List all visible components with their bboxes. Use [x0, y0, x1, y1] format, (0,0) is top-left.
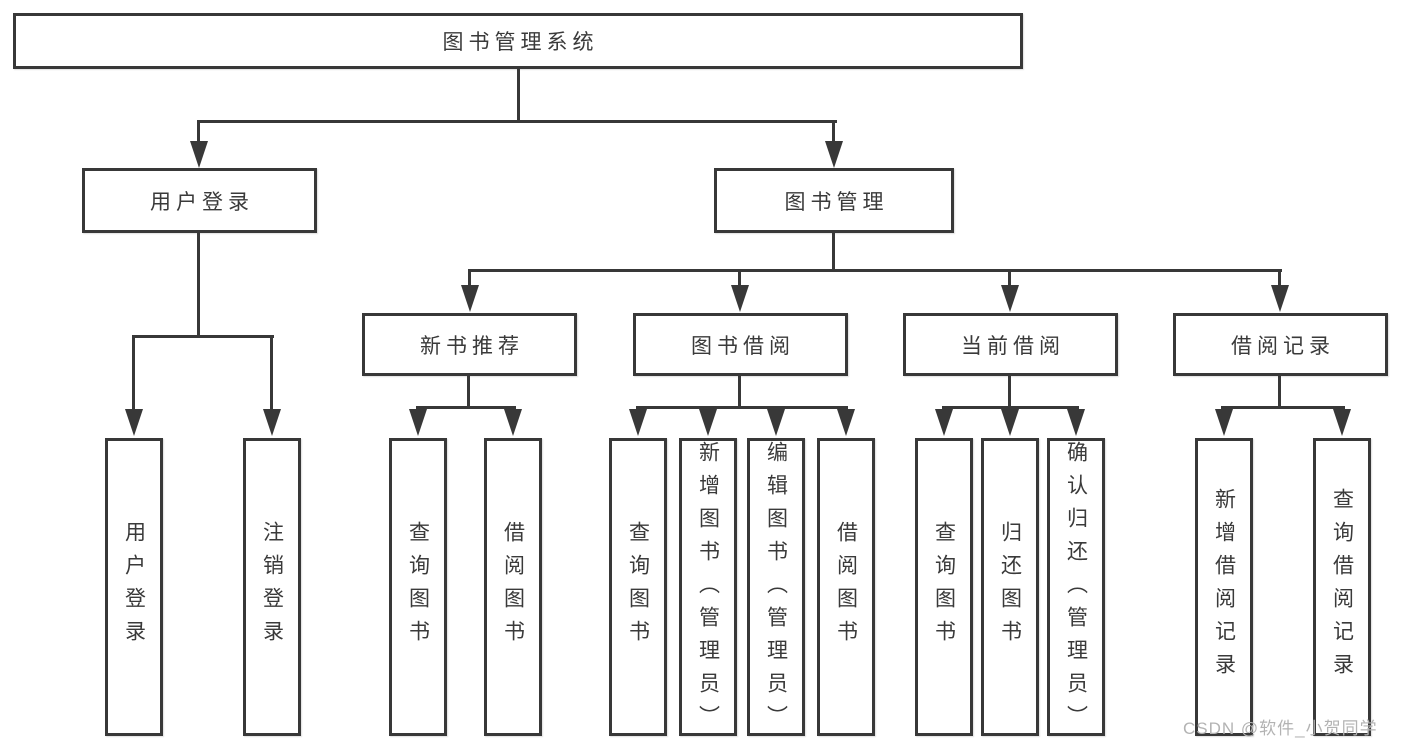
node-borrow-record: 借阅记录	[1173, 313, 1388, 376]
csdn-watermark: CSDN @软件_小贺同学	[1183, 719, 1378, 738]
arrow-down-icon	[504, 409, 522, 436]
leaf-borrow-borrow-books-label: 借阅图书	[834, 521, 858, 653]
connector-currentborrow-stem	[1008, 375, 1011, 409]
leaf-borrow-query-books-label: 查询图书	[626, 521, 650, 653]
arrow-down-icon	[1333, 409, 1351, 436]
node-user-login: 用户登录	[82, 168, 317, 233]
connector-bookborrow-stem	[738, 375, 741, 409]
connector-bookmgmt-drop	[832, 122, 835, 143]
connector-userlogin-horizontal	[132, 335, 274, 338]
leaf-current-confirm-return-admin-label: 确认归还（管理员）	[1064, 441, 1088, 738]
leaf-current-return-books-label: 归还图书	[998, 521, 1022, 653]
node-borrow-record-label: 借阅记录	[1231, 334, 1335, 358]
leaf-newbook-borrow-books-label: 借阅图书	[501, 521, 525, 653]
node-new-book-recommend-label: 新书推荐	[420, 334, 524, 358]
node-book-borrow-label: 图书借阅	[691, 334, 795, 358]
arrow-down-icon	[125, 409, 143, 436]
leaf-borrow-edit-books-admin-label: 编辑图书（管理员）	[764, 441, 788, 738]
leaf-record-query-borrow-record: 查询借阅记录	[1313, 438, 1371, 736]
connector-newbook-horizontal	[416, 406, 516, 409]
connector-borrowrecord-stem	[1278, 375, 1281, 409]
arrow-down-icon	[1067, 409, 1085, 436]
arrow-down-icon	[190, 141, 208, 168]
leaf-logout-label: 注销登录	[260, 521, 284, 653]
connector-root-stem	[517, 68, 520, 123]
connector-newbook-stem	[467, 375, 470, 409]
node-current-borrow: 当前借阅	[903, 313, 1118, 376]
connector-level3-drop	[1008, 271, 1011, 287]
leaf-logout: 注销登录	[243, 438, 301, 736]
connector-level3-drop	[738, 271, 741, 287]
arrow-down-icon	[1215, 409, 1233, 436]
connector-bookborrow-horizontal	[636, 406, 848, 409]
connector-level3-horizontal	[468, 269, 1282, 272]
arrow-down-icon	[1001, 409, 1019, 436]
connector-userlogin-child-drop	[270, 337, 273, 409]
arrow-down-icon	[731, 285, 749, 312]
node-book-management-label: 图书管理	[784, 190, 889, 214]
node-root-label: 图书管理系统	[442, 31, 599, 54]
leaf-user-login-label: 用户登录	[122, 521, 146, 653]
leaf-record-add-borrow-record: 新增借阅记录	[1195, 438, 1253, 736]
node-new-book-recommend: 新书推荐	[362, 313, 577, 376]
leaf-current-confirm-return-admin: 确认归还（管理员）	[1047, 438, 1105, 738]
arrow-down-icon	[629, 409, 647, 436]
node-book-management: 图书管理	[714, 168, 954, 233]
leaf-user-login: 用户登录	[105, 438, 163, 736]
arrow-down-icon	[837, 409, 855, 436]
arrow-down-icon	[825, 141, 843, 168]
arrow-down-icon	[935, 409, 953, 436]
node-current-borrow-label: 当前借阅	[961, 334, 1065, 358]
arrow-down-icon	[263, 409, 281, 436]
connector-bookmgmt-stem	[832, 232, 835, 272]
node-book-borrow: 图书借阅	[633, 313, 848, 376]
leaf-record-add-borrow-record-label: 新增借阅记录	[1212, 488, 1236, 686]
arrow-down-icon	[1271, 285, 1289, 312]
connector-currentborrow-horizontal	[942, 406, 1079, 409]
connector-level3-drop	[468, 271, 471, 287]
connector-userlogin-child-drop	[132, 337, 135, 409]
node-user-login-label: 用户登录	[150, 190, 254, 214]
leaf-newbook-borrow-books: 借阅图书	[484, 438, 542, 736]
leaf-borrow-add-books-admin-label: 新增图书（管理员）	[696, 441, 720, 738]
leaf-newbook-query-books-label: 查询图书	[406, 521, 430, 653]
leaf-current-return-books: 归还图书	[981, 438, 1039, 736]
leaf-record-query-borrow-record-label: 查询借阅记录	[1330, 488, 1354, 686]
leaf-newbook-query-books: 查询图书	[389, 438, 447, 736]
connector-userlogin-stem	[197, 232, 200, 338]
arrow-down-icon	[699, 409, 717, 436]
arrow-down-icon	[461, 285, 479, 312]
connector-userlogin-drop	[197, 122, 200, 143]
leaf-borrow-edit-books-admin: 编辑图书（管理员）	[747, 438, 805, 738]
leaf-current-query-books-label: 查询图书	[932, 521, 956, 653]
leaf-borrow-add-books-admin: 新增图书（管理员）	[679, 438, 737, 738]
arrow-down-icon	[767, 409, 785, 436]
connector-level3-drop	[1278, 271, 1281, 287]
arrow-down-icon	[1001, 285, 1019, 312]
leaf-borrow-borrow-books: 借阅图书	[817, 438, 875, 736]
node-root-system: 图书管理系统	[13, 13, 1023, 69]
connector-borrowrecord-horizontal	[1221, 406, 1345, 409]
leaf-current-query-books: 查询图书	[915, 438, 973, 736]
connector-level1-horizontal	[197, 120, 837, 123]
arrow-down-icon	[409, 409, 427, 436]
leaf-borrow-query-books: 查询图书	[609, 438, 667, 736]
